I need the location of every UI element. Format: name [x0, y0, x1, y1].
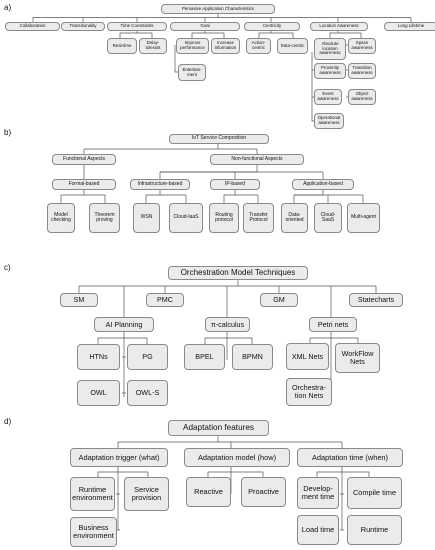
node-d-development-time: Develop- ment time [297, 477, 339, 509]
node-b-application: Application-based [292, 179, 354, 190]
node-d-load-time: Load time [297, 515, 339, 545]
node-b-cloud-iaas: Cloud-IaaS [169, 203, 203, 233]
node-c-workflow-nets: WorkFlow Nets [335, 343, 380, 373]
node-c-root: Orchestration Model Techniques [168, 266, 308, 280]
node-d-model: Adaptation model (how) [184, 448, 290, 467]
node-a-proximity-awareness: Proximity awareness [314, 63, 346, 79]
node-c-pmc: PMC [146, 293, 184, 307]
node-a-action-centric: Action- centric [246, 38, 271, 54]
node-a-location-awareness: Location Awareness [310, 22, 368, 31]
node-c-htns: HTNs [77, 344, 120, 370]
node-b-model-checking: Model checking [47, 203, 75, 233]
node-b-theorem-proving: Theorem proving [89, 203, 120, 233]
node-b-root: IoT Service Composition [169, 134, 269, 144]
node-d-trigger: Adaptation trigger (what) [70, 448, 168, 467]
node-b-formal: Formal-based [52, 179, 116, 190]
node-d-runtime: Runtime [347, 515, 402, 545]
node-a-real-time: Real-time [107, 38, 137, 54]
node-b-infrastructure: Infrastructure-based [130, 179, 190, 190]
node-a-object-awareness: Object awareness [348, 89, 376, 105]
panel-b-label: b) [4, 128, 12, 137]
node-c-gm: GM [260, 293, 298, 307]
node-d-compile-time: Compile time [347, 477, 402, 509]
node-a-transition-awareness: Transition awareness [348, 63, 376, 79]
node-a-transitionality: Transitionality [61, 22, 105, 31]
node-b-non-functional: Non-functional Aspects [210, 154, 304, 165]
node-a-event-awareness: Event awareness [314, 89, 342, 105]
node-a-centricity: Centricity [244, 22, 300, 31]
node-a-delay-tolerant: Delay- tolerant [139, 38, 167, 54]
node-c-bpel: BPEL [184, 344, 225, 370]
node-d-root: Adaptation features [168, 420, 269, 436]
panel-d-label: d) [4, 417, 12, 426]
node-b-data-oriented: Data- oriented [281, 203, 308, 233]
node-b-functional: Functional Aspects [52, 154, 116, 165]
node-c-bpmn: BPMN [232, 344, 273, 370]
node-c-petri-nets: Petri nets [309, 317, 357, 332]
node-a-space-awareness: Space awareness [348, 38, 376, 54]
node-b-routing-protocol: Routing protocol [209, 203, 239, 233]
node-a-root: Pervasive Application Characteristics [161, 4, 275, 14]
node-a-improve-performance: Improve performance [176, 38, 209, 54]
node-d-service-provision: Service provision [124, 477, 169, 511]
node-b-cloud-saas: Cloud- SaaS [314, 203, 342, 233]
node-b-wsn: WSN [133, 203, 160, 233]
node-b-transfer-protocol: Transfer Protocol [243, 203, 274, 233]
node-b-multi-agent: Multi-agent [347, 203, 380, 233]
node-c-sm: SM [60, 293, 98, 307]
node-a-long-lifetime: Long Lifetime [384, 22, 435, 31]
panel-c-label: c) [4, 263, 11, 272]
node-d-runtime-environment: Runtime environment [70, 477, 115, 511]
node-a-increase-information: Increase information [211, 38, 240, 54]
node-d-reactive: Reactive [186, 477, 231, 507]
node-d-business-environment: Business environment [70, 517, 117, 547]
node-c-orchestration-nets: Orchestra- tion Nets [286, 378, 332, 406]
node-c-ai-planning: AI Planning [94, 317, 154, 332]
node-a-time-constraints: Time Constraints [107, 22, 167, 31]
node-c-pg: PG [127, 344, 168, 370]
node-c-pi-calculus: π-calculus [205, 317, 250, 332]
node-d-proactive: Proactive [241, 477, 286, 507]
node-a-goal: Goal [170, 22, 240, 31]
node-c-xml-nets: XML Nets [286, 343, 329, 370]
node-d-time: Adaptation time (when) [297, 448, 403, 467]
node-a-collaboration: Collaboration [5, 22, 60, 31]
node-a-operational-awareness: Operational awareness [314, 113, 344, 129]
panel-a-label: a) [4, 3, 12, 12]
node-b-ip: IP-based [210, 179, 260, 190]
node-c-owl-s: OWL-S [127, 380, 168, 406]
node-a-entertainment: Entertain- ment [178, 64, 206, 81]
node-a-data-centric: Data-centric [277, 38, 308, 54]
node-c-statecharts: Statecharts [349, 293, 403, 307]
node-a-absolute-location: Absolute location awareness [314, 38, 346, 60]
node-c-owl: OWL [77, 380, 120, 406]
